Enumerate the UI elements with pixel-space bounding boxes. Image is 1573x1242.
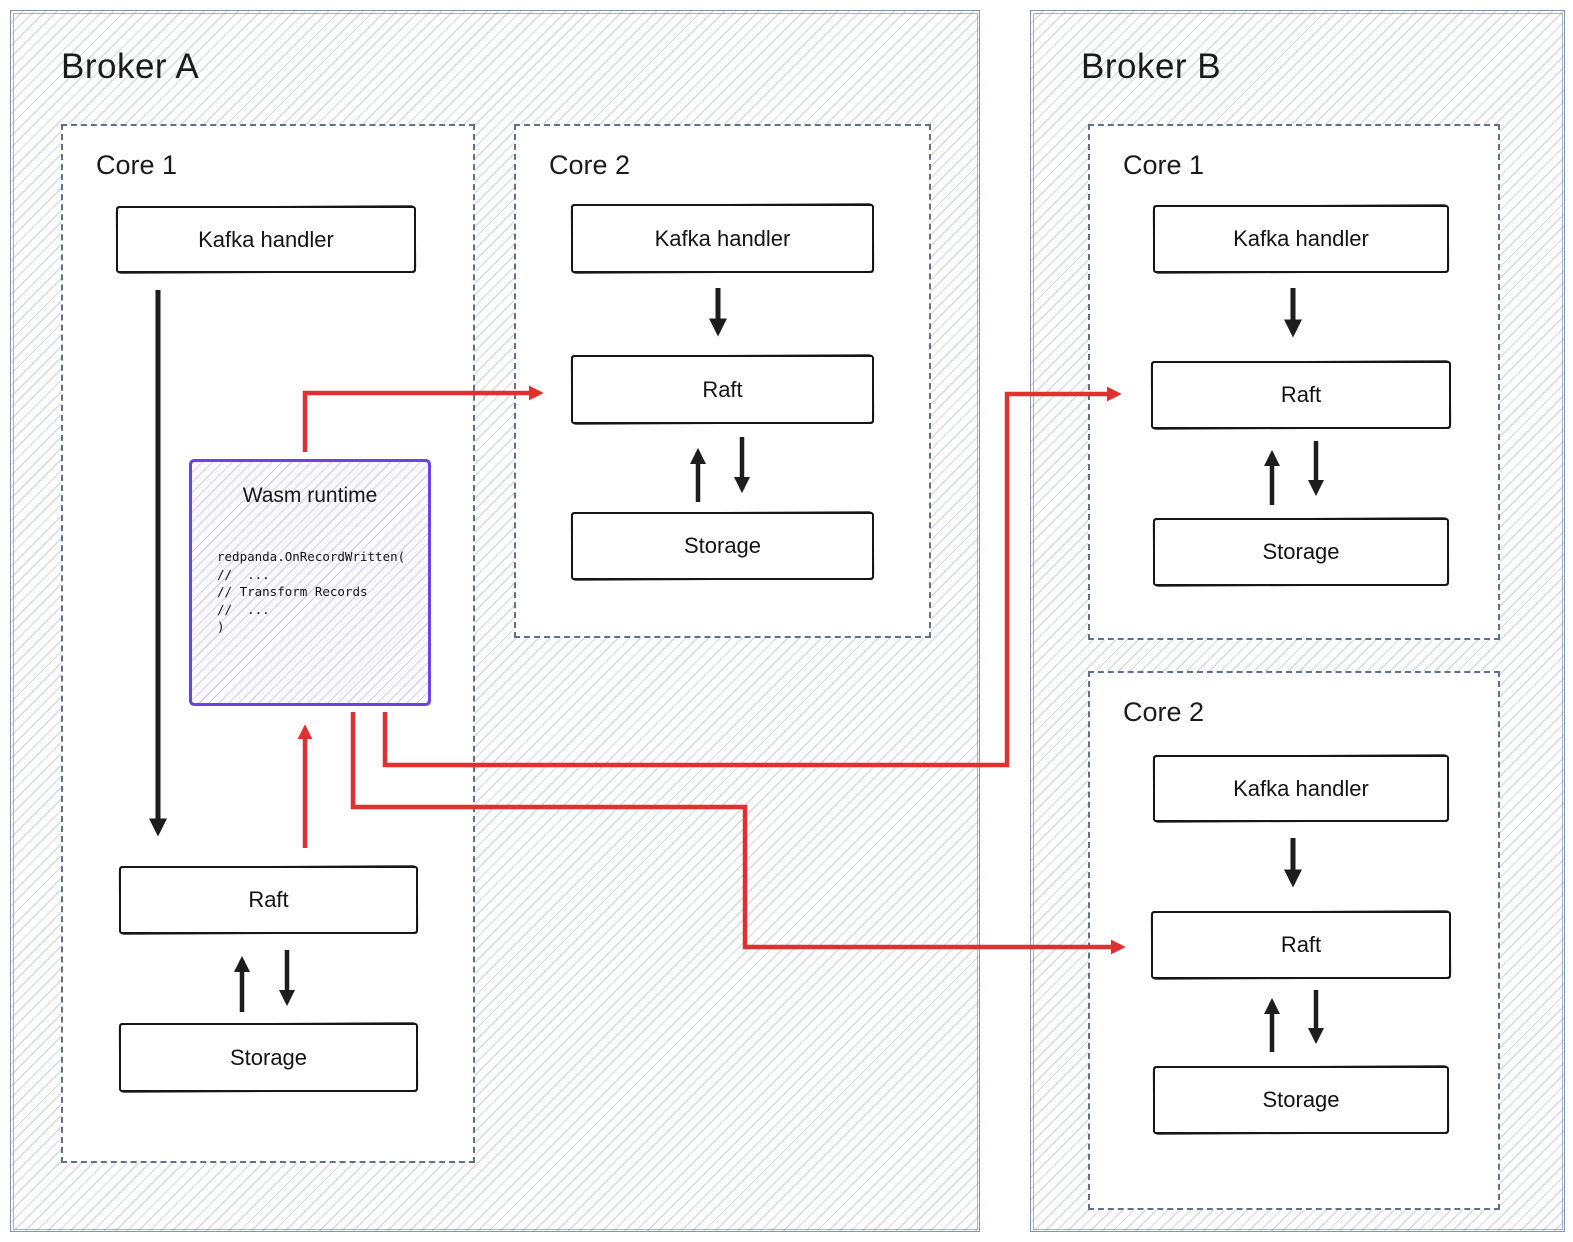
broker-a-core-2-storage-box: Storage <box>571 512 874 580</box>
broker-a-core-2-kafka-handler-box: Kafka handler <box>571 204 874 273</box>
wasm-code-line: redpanda.OnRecordWritten( <box>217 549 406 564</box>
broker-b-core-1-title: Core 1 <box>1123 150 1205 180</box>
wasm-runtime-title: Wasm runtime <box>242 484 378 507</box>
broker-b-core-2-storage-box: Storage <box>1153 1066 1449 1134</box>
wasm-code-snippet: redpanda.OnRecordWritten( // ... // Transf… <box>217 548 405 636</box>
broker-b-container: Broker B Core 1 Kafka handler Raft Stora… <box>1030 10 1565 1232</box>
kafka-handler-label: Kafka handler <box>198 226 334 252</box>
broker-b-core-2-raft-box: Raft <box>1151 911 1451 979</box>
raft-label: Raft <box>702 376 743 402</box>
broker-a-core-1-kafka-handler-box: Kafka handler <box>116 206 416 273</box>
kafka-handler-label: Kafka handler <box>1233 775 1369 801</box>
broker-a-core-1-storage-box: Storage <box>119 1023 418 1092</box>
storage-label: Storage <box>1262 539 1340 564</box>
broker-b-core-2-title: Core 2 <box>1123 697 1205 727</box>
storage-label: Storage <box>683 533 762 558</box>
broker-b-title: Broker B <box>1081 47 1222 86</box>
broker-a-core-1-raft-box: Raft <box>119 866 418 934</box>
wasm-code-line: // ... <box>217 601 270 617</box>
raft-label: Raft <box>1280 932 1322 957</box>
broker-a-container: Broker A Core 1 Kafka handler Wasm runti… <box>10 10 980 1232</box>
broker-a-core-2: Core 2 Kafka handler Raft Storage <box>514 124 931 638</box>
broker-b-core-1-kafka-handler-box: Kafka handler <box>1153 205 1449 273</box>
wasm-code-line: // Transform Records <box>217 584 368 599</box>
broker-a-title: Broker A <box>61 47 200 86</box>
broker-b-core-1: Core 1 Kafka handler Raft Storage <box>1088 124 1500 640</box>
raft-label: Raft <box>1280 382 1322 407</box>
wasm-code-line: ) <box>217 619 225 634</box>
broker-a-core-2-raft-box: Raft <box>571 355 874 424</box>
kafka-handler-label: Kafka handler <box>654 225 791 251</box>
broker-a-core-2-title: Core 2 <box>549 150 631 180</box>
broker-b-core-1-storage-box: Storage <box>1153 518 1449 586</box>
storage-label: Storage <box>1262 1087 1340 1112</box>
broker-b-core-1-raft-box: Raft <box>1151 361 1451 429</box>
kafka-handler-label: Kafka handler <box>1233 226 1369 251</box>
broker-b-core-2-kafka-handler-box: Kafka handler <box>1153 755 1449 822</box>
wasm-runtime-box: Wasm runtime redpanda.OnRecordWritten( //… <box>189 459 431 706</box>
raft-label: Raft <box>248 887 289 912</box>
broker-b-core-2: Core 2 Kafka handler Raft Storage <box>1088 671 1500 1210</box>
broker-a-core-1: Core 1 Kafka handler Wasm runtime redpan… <box>61 124 475 1163</box>
broker-a-core-1-title: Core 1 <box>96 150 178 180</box>
wasm-code-line: // ... <box>217 566 270 582</box>
storage-label: Storage <box>229 1044 308 1070</box>
